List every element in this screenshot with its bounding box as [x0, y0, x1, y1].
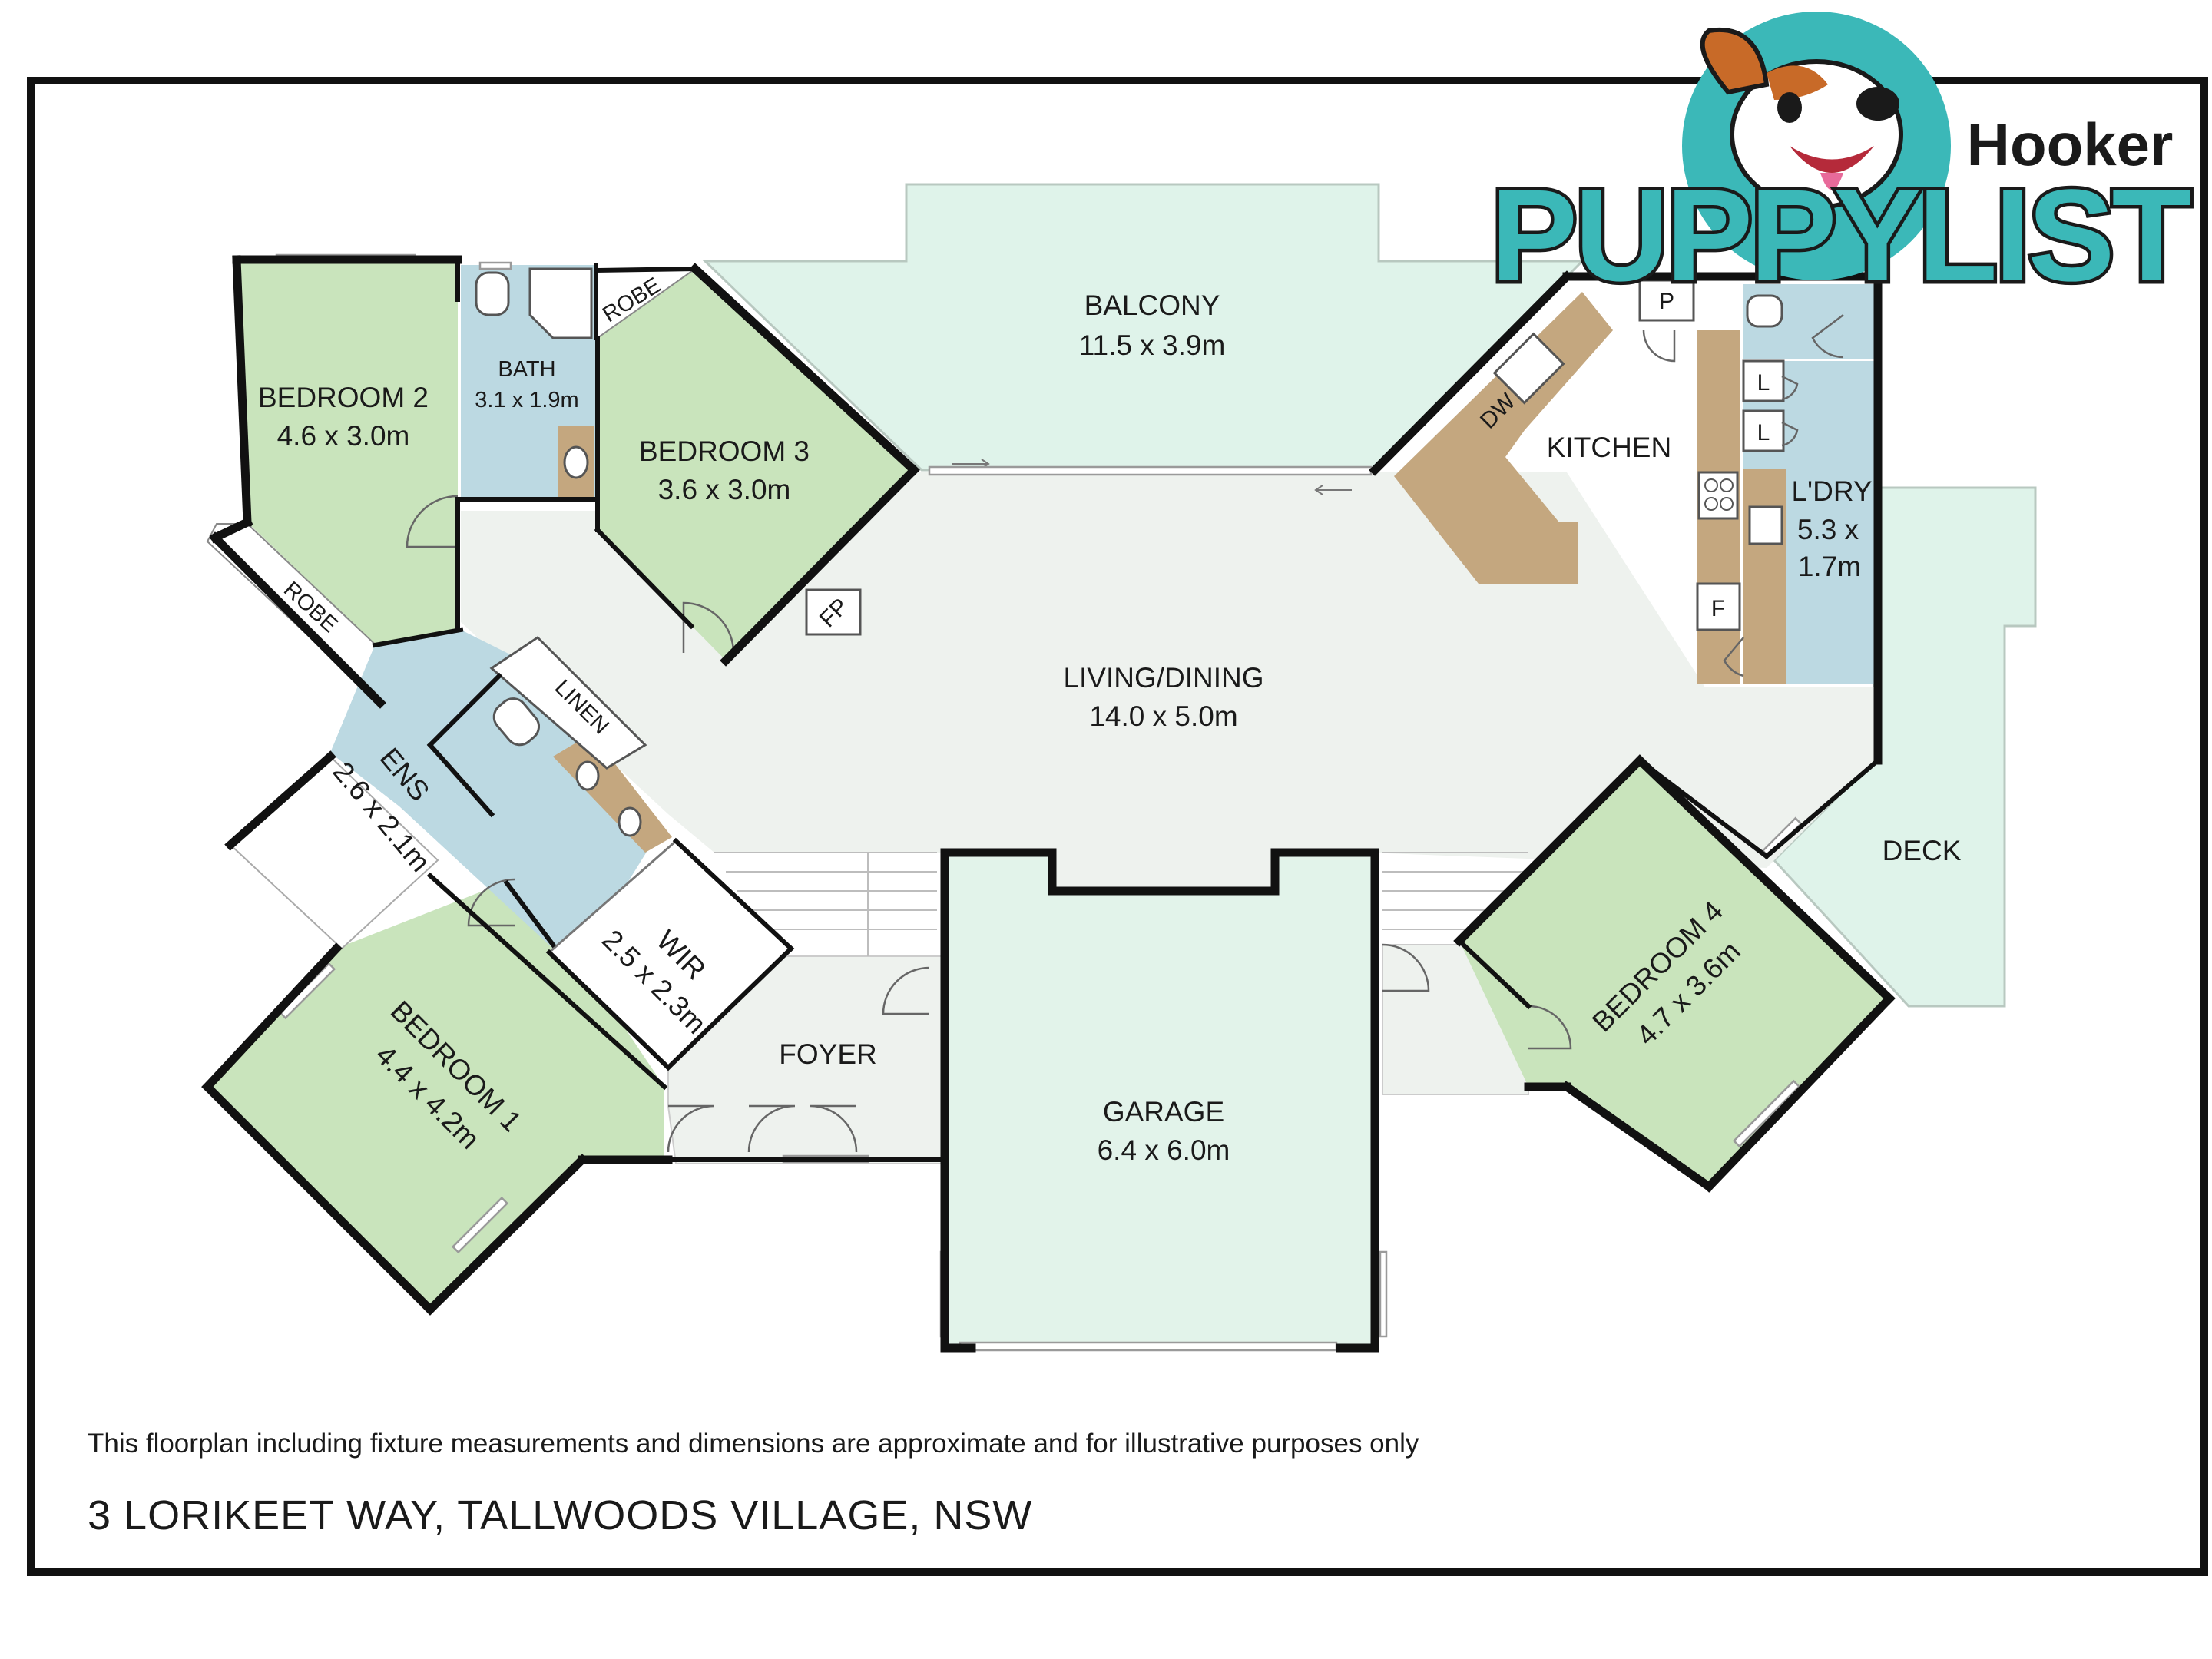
cooktop-burner — [1704, 497, 1718, 511]
garage-area — [945, 853, 1375, 1348]
living-name: LIVING/DINING — [1063, 662, 1263, 694]
laundry-bench — [1743, 469, 1786, 684]
bedroom-2-dim: 4.6 x 3.0m — [277, 420, 410, 452]
foyer-name: FOYER — [779, 1038, 876, 1070]
logo-puppylist: PUPPYLIST — [1491, 163, 2191, 309]
balcony-name: BALCONY — [1084, 290, 1220, 321]
fireplace-box — [805, 588, 862, 636]
outer-frame — [27, 77, 2208, 1576]
door-swings — [406, 314, 1844, 1153]
bath-toilet — [475, 271, 510, 316]
laundry-tub — [1748, 505, 1783, 545]
laundry-dim-2: 1.7m — [1798, 551, 1861, 582]
puppy-mascot-icon — [1700, 27, 1903, 210]
bath-dim: 3.1 x 1.9m — [475, 388, 578, 412]
linen-cupboard-1-label: L — [1757, 370, 1770, 396]
linen-cupboard-2 — [1742, 409, 1785, 452]
balcony-dim: 11.5 x 3.9m — [1079, 329, 1226, 361]
garage-dim: 6.4 x 6.0m — [1098, 1134, 1230, 1166]
brand-logo: Hooker PUPPYLIST — [1487, 12, 2197, 313]
disclaimer-text: This floorplan including fixture measure… — [88, 1429, 1419, 1459]
bedroom-2-name: BEDROOM 2 — [258, 382, 429, 413]
linen-cupboard-2-label: L — [1757, 420, 1770, 445]
bedroom-3-dim: 3.6 x 3.0m — [658, 474, 791, 505]
bath-name: BATH — [498, 357, 555, 382]
cooktop-burner — [1720, 497, 1734, 511]
walls — [201, 255, 1896, 1353]
sliding-door-arrows — [952, 459, 1352, 495]
fridge-box — [1696, 582, 1741, 631]
living-dim: 14.0 x 5.0m — [1089, 700, 1237, 732]
bath-shower — [528, 267, 593, 339]
cooktop-burner — [1720, 478, 1734, 492]
fridge-label: F — [1711, 596, 1725, 621]
bedroom-4-area — [1459, 760, 1889, 1187]
laundry-dim-1: 5.3 x — [1797, 514, 1859, 545]
laundry-name: L'DRY — [1791, 475, 1872, 507]
linen-cupboard-1 — [1742, 359, 1785, 402]
foyer-area — [667, 955, 945, 1164]
ensuite-basin — [575, 760, 600, 791]
ensuite-toilet — [492, 697, 541, 747]
kitchen-sink — [1492, 332, 1565, 405]
pantry-label: P — [1659, 289, 1674, 314]
deck-name: DECK — [1883, 835, 1962, 866]
bedroom-3-name: BEDROOM 3 — [639, 435, 810, 467]
bedroom-2-area — [237, 260, 458, 676]
laundry-toilet — [1746, 294, 1783, 328]
ensuite-basin — [618, 806, 642, 837]
cooktop — [1697, 471, 1739, 520]
kitchen-name: KITCHEN — [1547, 432, 1671, 463]
linen-cupboard — [489, 636, 647, 770]
cooktop-burner — [1704, 478, 1718, 492]
bedroom-3-area — [598, 269, 914, 661]
garage-name: GARAGE — [1103, 1096, 1224, 1128]
bath-basin — [563, 445, 589, 479]
property-address: 3 LORIKEET WAY, TALLWOODS VILLAGE, NSW — [88, 1492, 1033, 1538]
ensuite-area — [330, 630, 661, 949]
logo-hooker: Hooker — [1967, 111, 2174, 178]
